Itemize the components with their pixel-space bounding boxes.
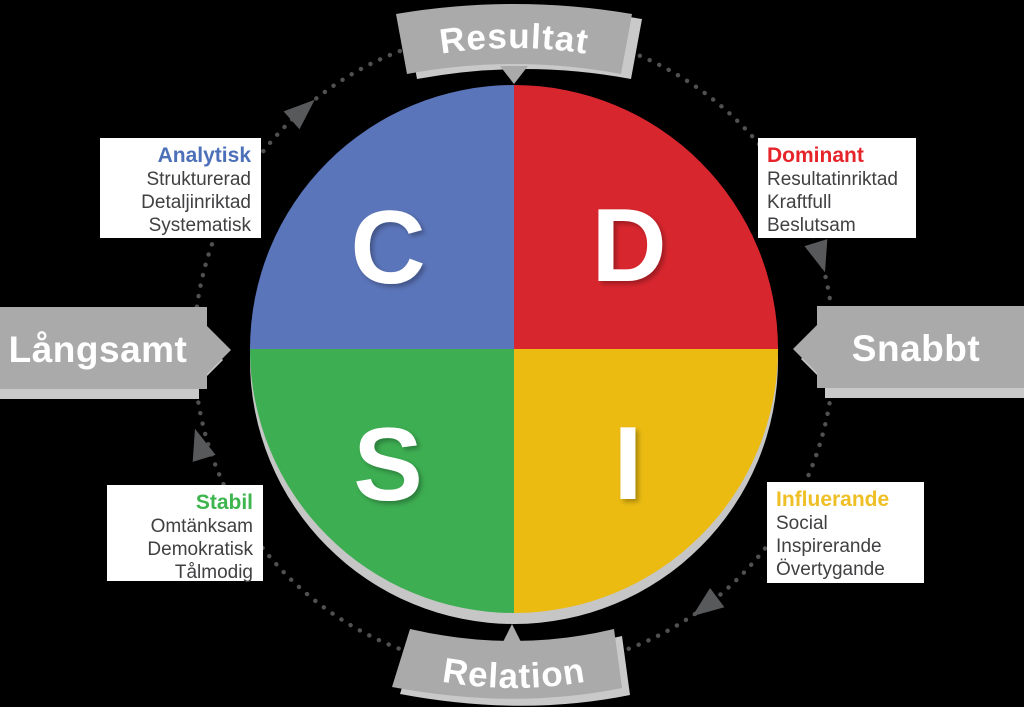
quadrant-i: [514, 349, 778, 613]
rotation-arrows: [192, 99, 828, 617]
banner-left-ribbon: [0, 307, 207, 389]
banner-top-ribbon: [396, 4, 632, 74]
trait-line: Demokratisk: [147, 539, 253, 560]
banner-top-pointer: [500, 66, 528, 84]
label-title: Dominant: [767, 144, 864, 167]
rotation-arrow-icon: [192, 428, 216, 462]
rotation-arrow-icon: [804, 239, 828, 273]
trait-line: Systematisk: [148, 215, 251, 236]
banner-right: Snabbt: [793, 306, 1024, 398]
trait-line: Resultatinriktad: [767, 169, 898, 190]
banner-right-label: Snabbt: [852, 328, 980, 369]
label-box-stabil: Stabil Omtänksam Demokratisk Tålmodig: [107, 485, 263, 583]
trait-line: Omtänksam: [150, 516, 253, 537]
wheel-letters: C D S I: [350, 188, 666, 523]
banner-bottom-label: Relation: [440, 651, 588, 696]
wheel-quadrants: [250, 85, 778, 613]
label-title: Analytisk: [157, 144, 251, 167]
banner-right-pointer: [793, 325, 817, 373]
banner-right-ribbon: [817, 306, 1024, 388]
banner-top-label: Resultat: [437, 17, 591, 62]
banner-top: Resultat: [396, 4, 642, 84]
rotation-arrow-icon: [692, 588, 725, 617]
quadrant-letter-i: I: [614, 406, 643, 522]
label-title: Stabil: [195, 491, 253, 514]
trait-line: Tålmodig: [174, 562, 253, 583]
banner-bottom-pointer: [500, 624, 524, 648]
quadrant-s: [250, 349, 514, 613]
banner-left-label: Långsamt: [9, 329, 188, 370]
rotation-arrow-icon: [283, 99, 315, 130]
quadrant-letter-s: S: [353, 407, 422, 523]
banner-bottom: Relation: [392, 624, 630, 706]
banner-bottom-ribbon: [392, 629, 622, 699]
label-box-dominant: Dominant Resultatinriktad Kraftfull Besl…: [758, 138, 916, 238]
quadrant-letter-d: D: [591, 188, 666, 304]
quadrant-letter-c: C: [350, 190, 425, 306]
trait-line: Social: [776, 513, 828, 534]
trait-line: Inspirerande: [776, 536, 882, 557]
quadrant-c: [250, 85, 514, 349]
trait-line: Detaljinriktad: [141, 192, 251, 213]
banner-left: Långsamt: [0, 307, 231, 399]
label-box-influerande: Influerande Social Inspirerande Övertyga…: [767, 482, 924, 583]
trait-line: Strukturerad: [146, 169, 251, 190]
trait-line: Kraftfull: [767, 192, 832, 213]
label-title: Influerande: [776, 488, 890, 511]
quadrant-d: [514, 85, 778, 349]
banner-left-pointer: [207, 326, 231, 374]
label-box-analytisk: Analytisk Strukturerad Detaljinriktad Sy…: [100, 138, 261, 238]
trait-line: Övertygande: [776, 559, 885, 580]
trait-line: Beslutsam: [767, 215, 856, 236]
